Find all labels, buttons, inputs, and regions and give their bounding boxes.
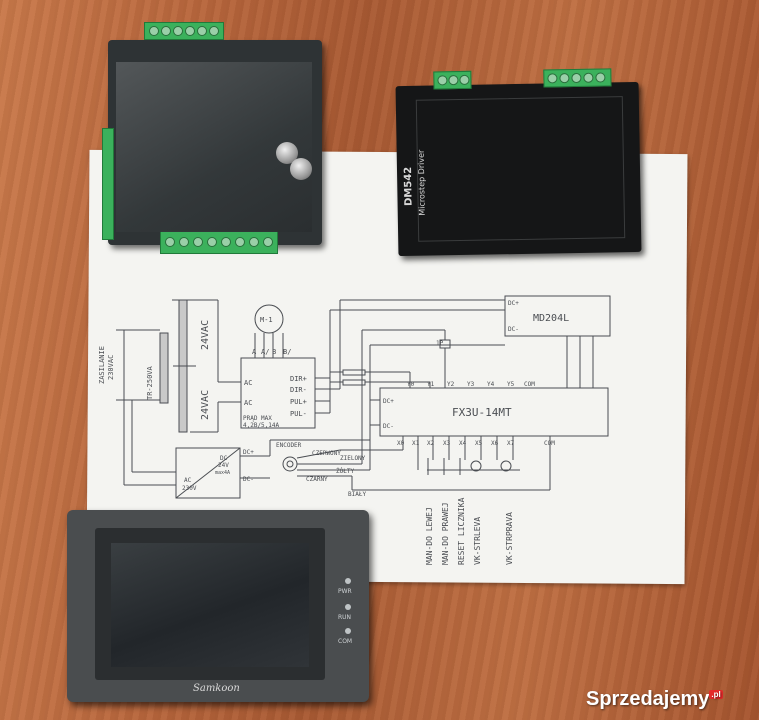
output-y5: Y5 — [507, 381, 515, 388]
switch-label-right: MAN-DO PRAWEJ — [441, 502, 450, 565]
driver-dir-minus: DIR- — [290, 386, 307, 394]
driver-label-panel — [415, 96, 626, 242]
watermark-suffix: .pl — [709, 690, 723, 700]
hmi-dc-minus: DC- — [508, 326, 519, 333]
wire-yellow-label: ŻÓŁTY — [336, 468, 354, 475]
driver-model: DM542 — [402, 166, 415, 207]
transformer-label: TR-250VA — [146, 365, 154, 400]
input-x3: X3 — [443, 440, 451, 447]
input-com: COM — [544, 440, 555, 447]
driver-subtitle: Microstep Driver — [416, 149, 427, 216]
driver-terminal-right — [543, 68, 612, 88]
supply-label: ZASILANIE — [98, 346, 106, 384]
hmi-brand: Samkoon — [193, 683, 240, 694]
stepper-driver: DM542 Microstep Driver — [395, 68, 642, 257]
motor-pin-a: A — [252, 348, 257, 356]
plc-top-terminal — [144, 22, 224, 40]
plc-dc-minus: DC- — [383, 423, 394, 430]
wire-white-label: BIAŁY — [348, 491, 366, 498]
motor-label: M-1 — [260, 316, 273, 324]
plc-side-terminal — [102, 128, 114, 240]
switch-label-reset: RESET LICZNIKA — [457, 497, 466, 565]
hmi-led-label-run: RUN — [338, 614, 352, 621]
driver-current-line1: PRĄD MAX — [243, 415, 272, 422]
output-y4: Y4 — [487, 381, 495, 388]
input-x0: X0 — [397, 440, 405, 447]
watermark-text: Sprzedajemy — [586, 688, 710, 710]
psu-dc-minus: DC- — [243, 476, 254, 483]
psu-dc-label: DC — [220, 455, 228, 462]
psu-ac-voltage: 230V — [182, 485, 197, 492]
hmi-led-label-pwr: PWR — [338, 588, 352, 595]
input-x5: X5 — [475, 440, 483, 447]
switch-label-left: MAN-DO LEWEJ — [425, 507, 434, 565]
output-com: COM — [524, 381, 535, 388]
motor-pin-b: B — [272, 348, 276, 356]
psu-ac-label: AC — [184, 477, 192, 484]
hmi-led-label-com: COM — [338, 638, 353, 645]
output-y1: Y1 — [427, 381, 435, 388]
input-x6: X6 — [491, 440, 499, 447]
secondary-bottom-label: 24VAC — [200, 390, 211, 420]
psu-dc-plus: DC+ — [243, 449, 254, 456]
driver-ac1: AC — [244, 379, 252, 387]
hmi-block-label: MD204L — [533, 313, 569, 324]
plc-dc-plus: DC+ — [383, 398, 394, 405]
hmi-led-pwr — [345, 578, 351, 584]
input-x4: X4 — [459, 440, 467, 447]
switch-label-limit-right: VK-STRPRAVA — [505, 512, 514, 565]
supply-voltage: 230VAC — [107, 355, 115, 380]
driver-dir-plus: DIR+ — [290, 375, 307, 383]
plc-capacitor — [290, 158, 312, 180]
input-x7: X7 — [507, 440, 515, 447]
relay-label: 1P — [436, 340, 444, 347]
site-watermark: Sprzedajemy.pl — [586, 688, 723, 711]
driver-terminal-left — [433, 70, 472, 90]
driver-pul-plus: PUL+ — [290, 398, 307, 406]
plc-bottom-terminal — [160, 230, 278, 254]
driver-ac2: AC — [244, 399, 252, 407]
wire-black-label: CZARNY — [306, 476, 328, 483]
psu-dc-voltage: 24V — [218, 462, 229, 469]
output-y3: Y3 — [467, 381, 475, 388]
input-x1: X1 — [412, 440, 420, 447]
switch-label-limit-left: VK-STRLEVA — [473, 517, 482, 565]
motor-pin-a-bar: A/ — [261, 348, 269, 356]
output-y2: Y2 — [447, 381, 455, 388]
secondary-top-label: 24VAC — [200, 320, 211, 350]
hmi-panel: PWR RUN COM Samkoon — [67, 510, 369, 702]
motor-pin-b-bar: B/ — [283, 348, 291, 356]
plc-capacitor — [276, 142, 298, 164]
hmi-screen — [111, 543, 309, 667]
driver-current-line2: 4,2B/5,14A — [243, 422, 280, 429]
driver-pul-minus: PUL- — [290, 410, 307, 418]
wire-green-label: ZIELONY — [340, 455, 366, 462]
psu-dc-current: max4A — [215, 470, 230, 476]
plc-board — [102, 22, 322, 254]
output-y0: Y0 — [407, 381, 415, 388]
wire-red-label: CZERWONY — [312, 450, 341, 457]
hmi-led-run — [345, 604, 351, 610]
hmi-dc-plus: DC+ — [508, 300, 519, 307]
encoder-label: ENCODER — [276, 442, 302, 449]
input-x2: X2 — [427, 440, 435, 447]
hmi-led-com — [345, 628, 351, 634]
plc-block-label: FX3U-14MT — [452, 406, 512, 419]
